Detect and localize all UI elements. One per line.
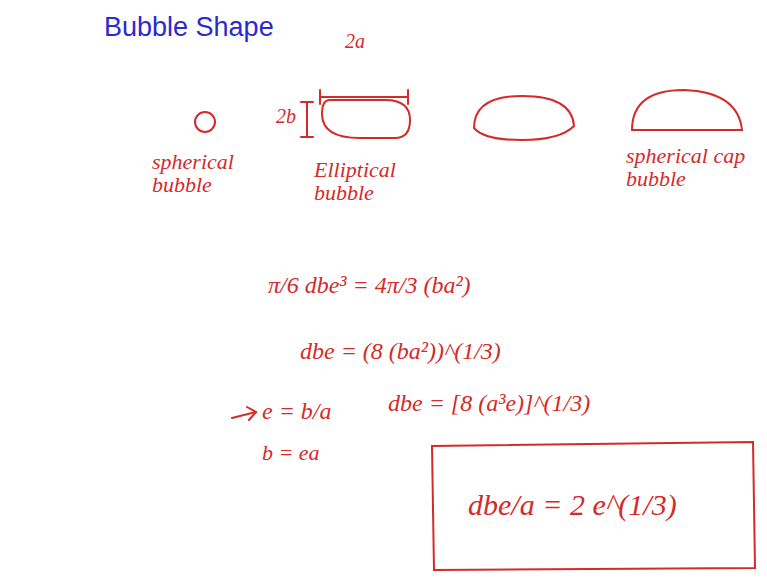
dimension-tick xyxy=(407,90,409,104)
equation: b = ea xyxy=(262,440,320,466)
result-equation: dbe/a = 2 e^(1/3) xyxy=(468,488,677,522)
bubble-name: spherical cap bubble xyxy=(626,144,754,190)
bubble-name: Elliptical bubble xyxy=(314,158,424,204)
equation: π/6 dbe³ = 4π/3 (ba²) xyxy=(268,272,471,299)
dimension-tick xyxy=(301,101,313,103)
bubble-name: spherical bubble xyxy=(152,150,247,196)
result-box xyxy=(432,442,755,570)
height-dimension xyxy=(306,102,308,137)
slide-title: Bubble Shape xyxy=(104,12,274,43)
elliptical-bubble-shape xyxy=(322,100,410,138)
equation: dbe = (8 (ba²))^(1/3) xyxy=(300,338,501,365)
spherical-bubble-shape xyxy=(195,112,215,132)
spherical-cap-shape xyxy=(632,90,742,130)
dimension-tick xyxy=(319,90,321,104)
equation: dbe = [8 (a³e)]^(1/3) xyxy=(388,390,590,417)
dimension-tick xyxy=(301,136,313,138)
flattened-bubble-shape xyxy=(474,96,574,140)
width-dimension xyxy=(320,96,408,98)
dimension-label: 2a xyxy=(345,30,365,53)
pointer-arrowhead xyxy=(247,407,256,420)
equation: e = b/a xyxy=(262,398,332,425)
dimension-label: 2b xyxy=(276,105,296,128)
